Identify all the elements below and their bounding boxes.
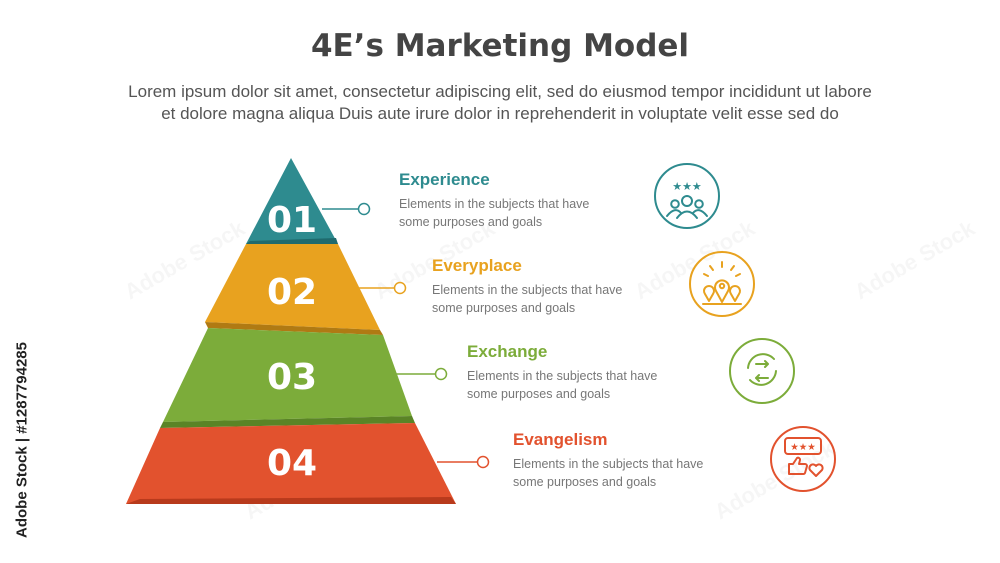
svg-text:★★★: ★★★ — [672, 180, 702, 193]
step-title: Exchange — [467, 342, 548, 361]
step-exchange: Exchange Elements in the subjects that h… — [467, 341, 677, 403]
level-number-4: 04 — [267, 443, 317, 484]
step-title: Experience — [399, 170, 490, 189]
step-experience: Experience Elements in the subjects that… — [399, 169, 609, 231]
connector-dot-4 — [476, 455, 490, 469]
connector-dot-1 — [357, 202, 371, 216]
step-title: Everyplace — [432, 256, 522, 275]
step-description-line: Elements in the subjects that have — [467, 369, 658, 383]
subtitle-line-2: et dolore magna aliqua Duis aute irure d… — [161, 104, 839, 123]
connector-dot-2 — [393, 281, 407, 295]
pyramid-level-1-shadow — [246, 238, 338, 244]
step-title: Evangelism — [513, 430, 608, 449]
pyramid-level-2-shadow — [205, 322, 383, 335]
step-description: Elements in the subjects that have some … — [513, 455, 723, 491]
step-description: Elements in the subjects that have some … — [432, 281, 642, 317]
review-like-heart-icon: ★★★ — [770, 426, 836, 492]
exchange-arrows-icon — [729, 338, 795, 404]
people-rating-icon: ★★★ — [654, 163, 720, 229]
pyramid-level-4 — [126, 423, 456, 504]
step-description-line: some purposes and goals — [399, 215, 543, 229]
step-evangelism: Evangelism Elements in the subjects that… — [513, 429, 723, 491]
pyramid-level-3-shadow — [160, 416, 415, 428]
location-pins-icon — [689, 251, 755, 317]
page-title: 4E’s Marketing Model — [310, 28, 690, 64]
step-description: Elements in the subjects that have some … — [467, 367, 677, 403]
pyramid-level-4-shadow — [126, 497, 456, 504]
level-number-3: 03 — [267, 357, 317, 398]
step-everyplace: Everyplace Elements in the subjects that… — [432, 255, 642, 317]
pyramid-level-2 — [205, 244, 380, 330]
page-subtitle: Lorem ipsum dolor sit amet, consectetur … — [40, 81, 960, 125]
svg-text:★★★: ★★★ — [790, 442, 816, 453]
pyramid-level-1 — [246, 158, 338, 244]
step-description: Elements in the subjects that have some … — [399, 195, 609, 231]
step-description-line: Elements in the subjects that have — [513, 457, 704, 471]
connector-dot-3 — [434, 367, 448, 381]
level-number-2: 02 — [267, 272, 317, 313]
pyramid-level-3 — [163, 328, 412, 422]
step-description-line: some purposes and goals — [467, 387, 611, 401]
subtitle-line-1: Lorem ipsum dolor sit amet, consectetur … — [128, 82, 872, 101]
watermark-tile: Adobe Stock — [850, 215, 980, 304]
step-description-line: Elements in the subjects that have — [432, 283, 623, 297]
step-description-line: some purposes and goals — [432, 301, 576, 315]
level-number-1: 01 — [267, 200, 317, 241]
step-description-line: some purposes and goals — [513, 475, 657, 489]
step-description-line: Elements in the subjects that have — [399, 197, 590, 211]
